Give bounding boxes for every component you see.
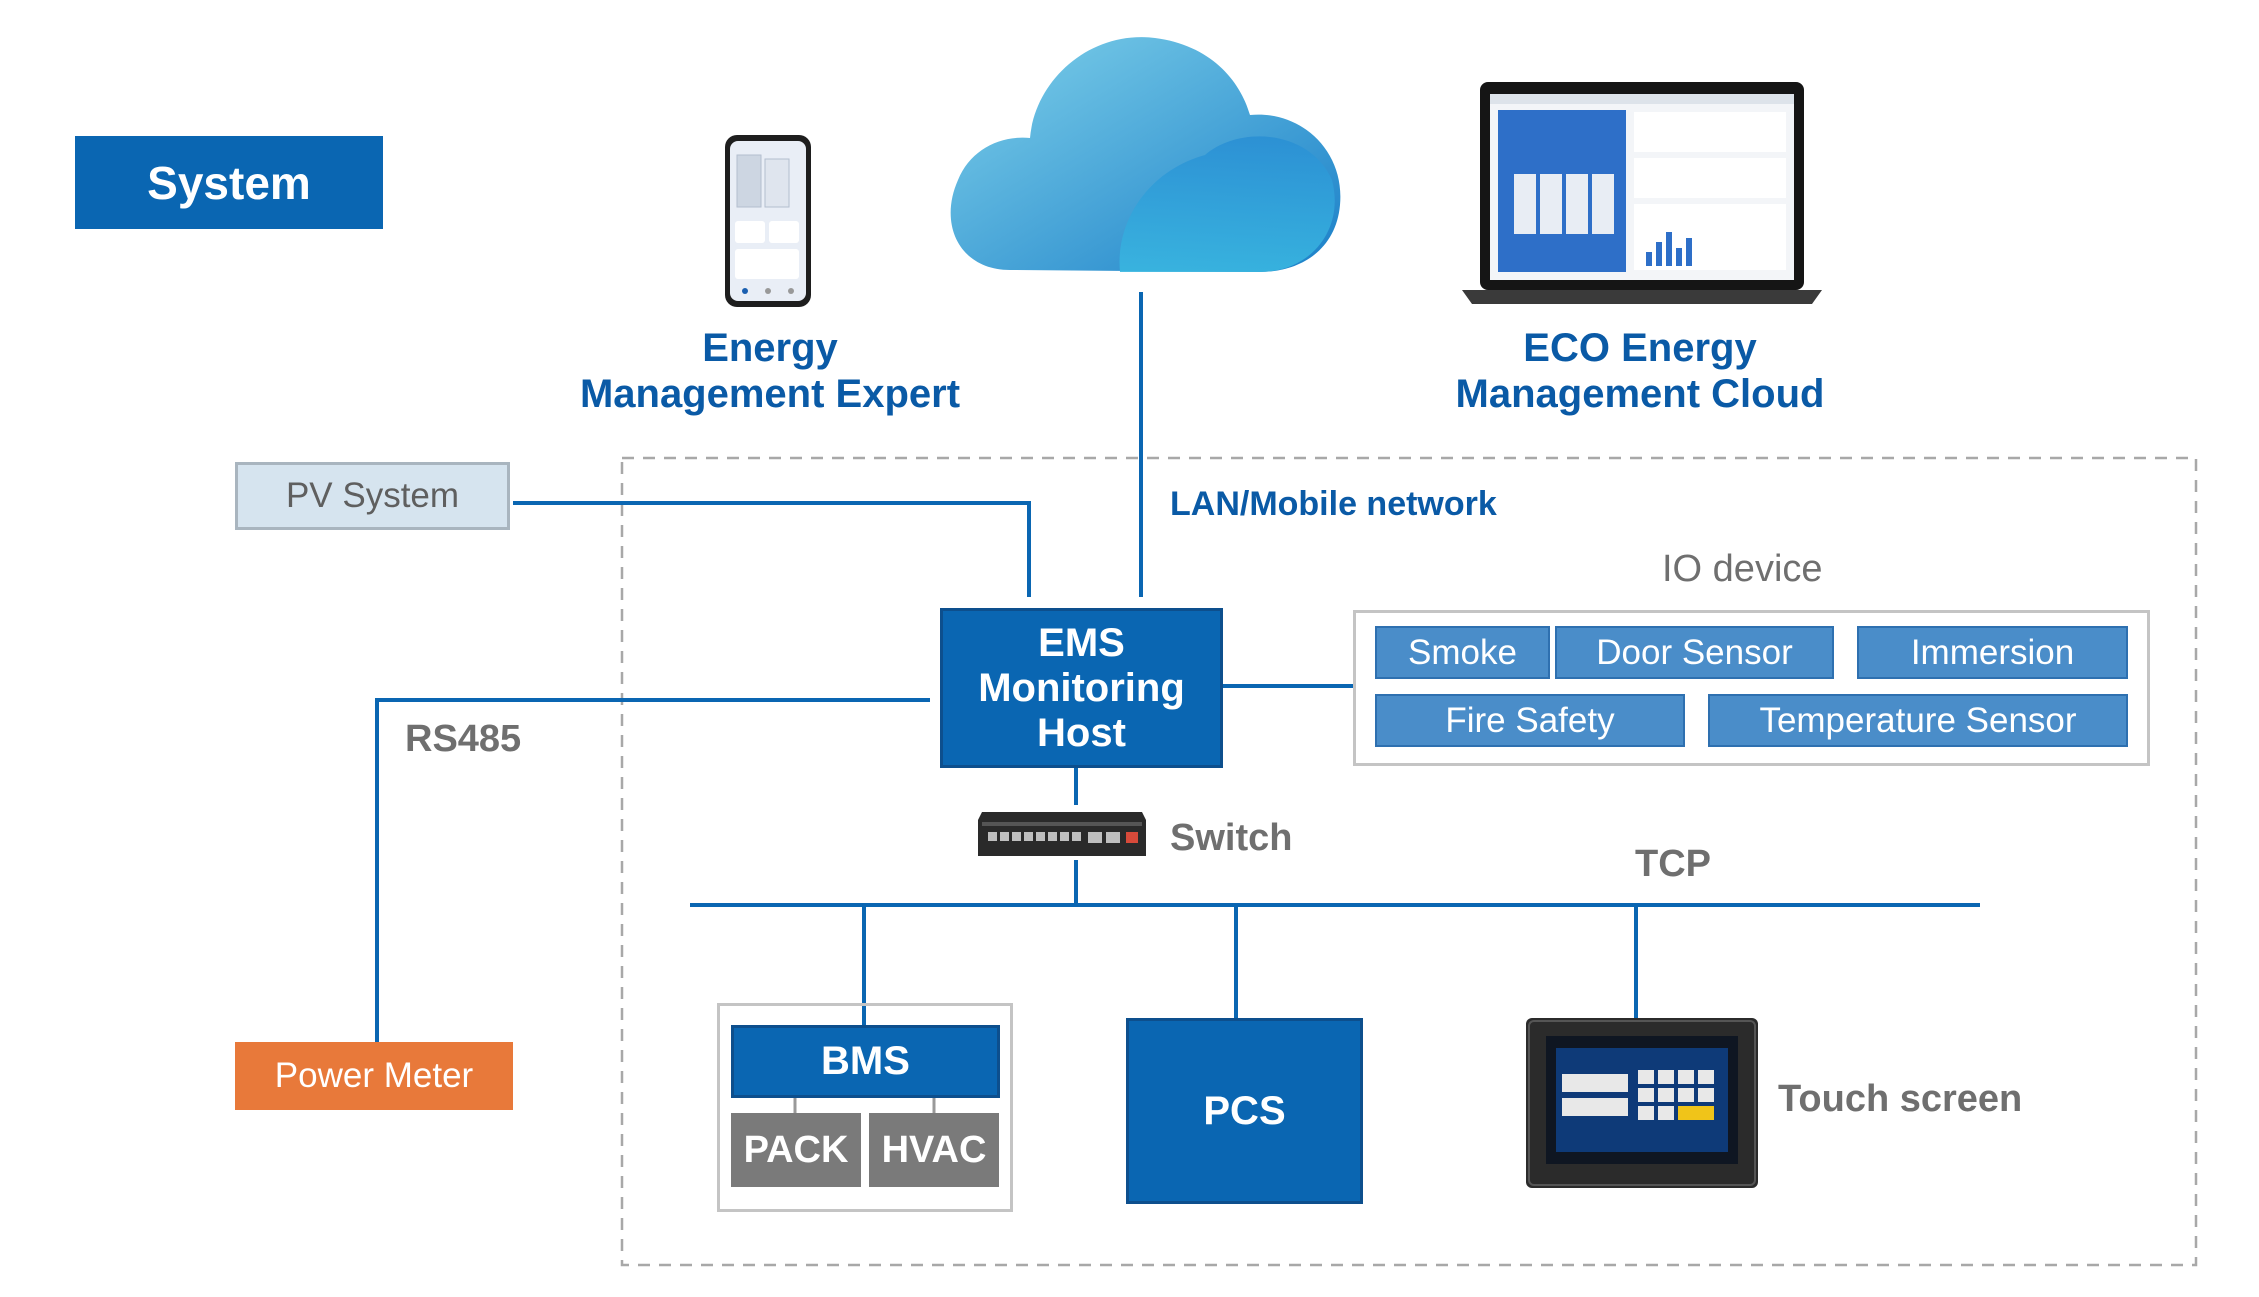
cloud-platform-label: ECO Energy Management Cloud: [1420, 325, 1860, 417]
io-immersion: Immersion: [1857, 626, 2128, 679]
pv-link: [513, 501, 1031, 597]
ems-line2: Monitoring: [978, 665, 1185, 710]
touch-screen-label: Touch screen: [1778, 1078, 2023, 1120]
hvac-box: HVAC: [869, 1113, 999, 1187]
ems-monitoring-host: EMS Monitoring Host: [940, 608, 1223, 768]
network-switch-icon: [976, 808, 1148, 860]
mobile-app-label-line2: Management Expert: [579, 372, 961, 416]
laptop-icon: [1462, 82, 1822, 308]
bms-group: [717, 1003, 1013, 1212]
cloud-platform-label-line1: ECO Energy: [1523, 326, 1757, 370]
io-temperature-sensor: Temperature Sensor: [1708, 694, 2128, 747]
rs485-link: [375, 698, 930, 1042]
touch-screen-icon: [1526, 1018, 1758, 1188]
mobile-app-label-line1: Energy: [702, 326, 838, 370]
rs485-label: RS485: [405, 718, 522, 760]
pack-box: PACK: [731, 1113, 861, 1187]
io-smoke: Smoke: [1375, 626, 1550, 679]
io-device-title: IO device: [1662, 548, 1823, 590]
pv-system-box: PV System: [235, 462, 510, 530]
system-boundary: [620, 456, 2198, 1267]
power-meter-box: Power Meter: [235, 1042, 513, 1110]
mobile-app-label: Energy Management Expert: [540, 325, 1000, 417]
tcp-label: TCP: [1635, 843, 1711, 885]
io-fire-safety: Fire Safety: [1375, 694, 1685, 747]
switch-label: Switch: [1170, 817, 1293, 859]
ems-line3: Host: [1037, 710, 1126, 755]
cloud-platform-label-line2: Management Cloud: [1455, 372, 1825, 416]
bms-box: BMS: [731, 1025, 1000, 1098]
cloud-icon: [940, 20, 1350, 280]
io-device-container: [1353, 610, 2150, 766]
io-door-sensor: Door Sensor: [1555, 626, 1834, 679]
ems-line1: EMS: [1038, 620, 1125, 665]
lan-network-label: LAN/Mobile network: [1170, 485, 1497, 523]
pcs-box: PCS: [1126, 1018, 1363, 1204]
smartphone-icon: [723, 133, 813, 309]
system-title: System: [75, 136, 383, 229]
